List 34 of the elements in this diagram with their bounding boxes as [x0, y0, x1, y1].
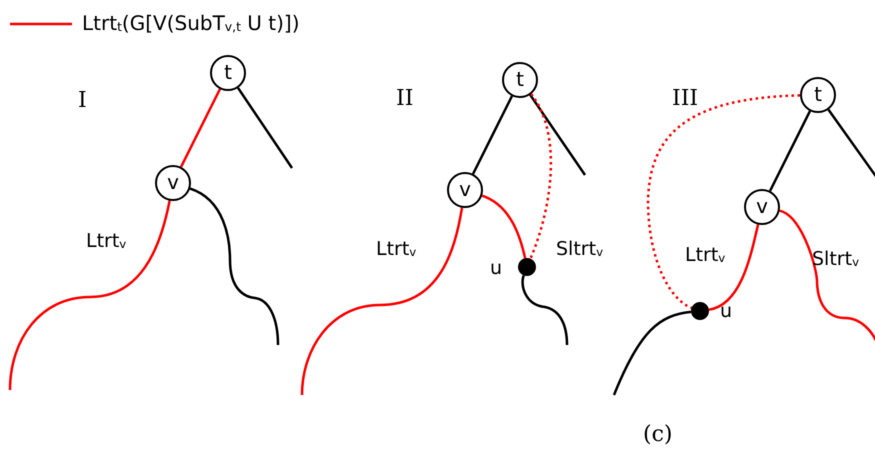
vertex-label: u [490, 259, 502, 278]
subtree-curve [8, 200, 171, 390]
vertex-dot [691, 302, 709, 320]
tree-node-circle [744, 189, 780, 225]
tree-node-circle [800, 77, 836, 113]
panel-label: II [396, 88, 414, 110]
node-label: v [459, 176, 471, 200]
tree-node-circle [447, 172, 483, 208]
subtree-curve [300, 208, 464, 396]
tree-node-circle [155, 165, 191, 201]
node-label: v [756, 194, 768, 218]
panel-label: I [78, 90, 87, 112]
figure-caption: (c) [643, 424, 672, 446]
tree-edge [708, 224, 760, 311]
dotted-line [529, 93, 552, 260]
subtree-curve [521, 275, 568, 346]
vertex-label: u [720, 302, 732, 321]
node-label: t [516, 66, 524, 90]
subtree-curve [612, 310, 692, 396]
tree-edge [472, 96, 514, 174]
node-label: t [814, 82, 822, 106]
vertex-dot [518, 258, 536, 276]
tree-edge [768, 110, 812, 192]
subtree-curve [237, 87, 294, 169]
tree-edge [180, 88, 222, 168]
node-label: t [224, 60, 232, 84]
dotted-line [646, 94, 800, 310]
panel-label: III [672, 88, 698, 110]
tree-node-circle [502, 62, 538, 98]
node-label: v [167, 170, 179, 194]
subtree-curve [529, 94, 586, 176]
tree-node-circle [210, 55, 246, 91]
tree-edge [482, 194, 526, 258]
subtree-curve [190, 187, 280, 346]
